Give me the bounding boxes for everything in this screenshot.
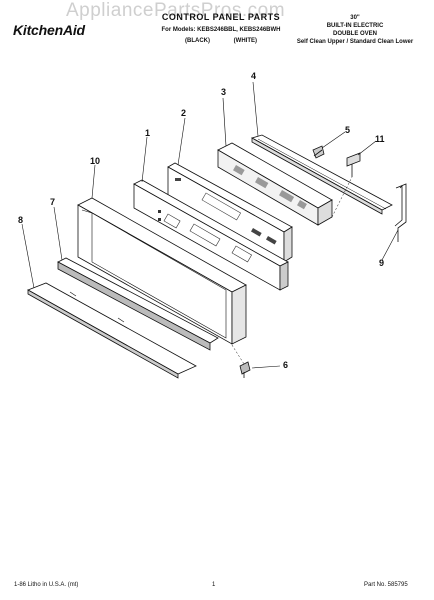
part-10-panel-frame (77, 197, 247, 345)
callout-6: 6 (283, 360, 289, 370)
callout-3: 3 (221, 87, 227, 97)
callout-8: 8 (18, 215, 24, 225)
part-2-keypad-panel (167, 162, 293, 263)
color-variants: (BLACK) (WHITE) (185, 38, 279, 44)
part-7-lower-trim (57, 257, 219, 351)
footer-litho: 1-86 Litho in U.S.A. (mt) (14, 582, 79, 588)
part-1-control-panel (133, 179, 289, 291)
spec-clean: Self Clean Upper / Standard Clean Lower (296, 39, 414, 45)
color-black: (BLACK) (185, 38, 210, 44)
part-6-screw (239, 361, 251, 378)
part-11-bracket (346, 152, 361, 177)
leader-lines (21, 81, 399, 369)
spec-type: BUILT-IN ELECTRIC (326, 23, 384, 29)
callout-5: 5 (345, 125, 351, 135)
callout-2: 2 (181, 108, 187, 118)
model-numbers: For Models: KEBS246BBL, KEBS246BWH (161, 27, 281, 33)
footer-part-number: Part No. 585795 (364, 582, 408, 588)
part-4-trim-strip (250, 134, 393, 215)
callout-7: 7 (50, 197, 56, 207)
callout-4: 4 (251, 71, 257, 81)
callout-11: 11 (375, 134, 385, 144)
part-9-side-bracket (394, 183, 407, 242)
spec-size: 30" (350, 15, 360, 21)
page-title: CONTROL PANEL PARTS (161, 12, 281, 22)
callout-10: 10 (90, 156, 101, 166)
callout-9: 9 (379, 258, 385, 268)
brand-logo: KitchenAid (13, 22, 85, 38)
part-3-control-bracket (217, 142, 333, 226)
callout-1: 1 (145, 128, 151, 138)
part-5-clip (312, 145, 325, 159)
color-white: (WHITE) (233, 38, 257, 44)
appliance-spec: 30" BUILT-IN ELECTRIC DOUBLE OVEN Self C… (280, 14, 430, 46)
footer-page-number: 1 (212, 582, 216, 588)
watermark: AppliancePartsPros.com (66, 0, 286, 21)
part-8-bottom-trim (27, 282, 197, 379)
assembly-lines (231, 176, 353, 365)
spec-model: DOUBLE OVEN (332, 31, 377, 37)
